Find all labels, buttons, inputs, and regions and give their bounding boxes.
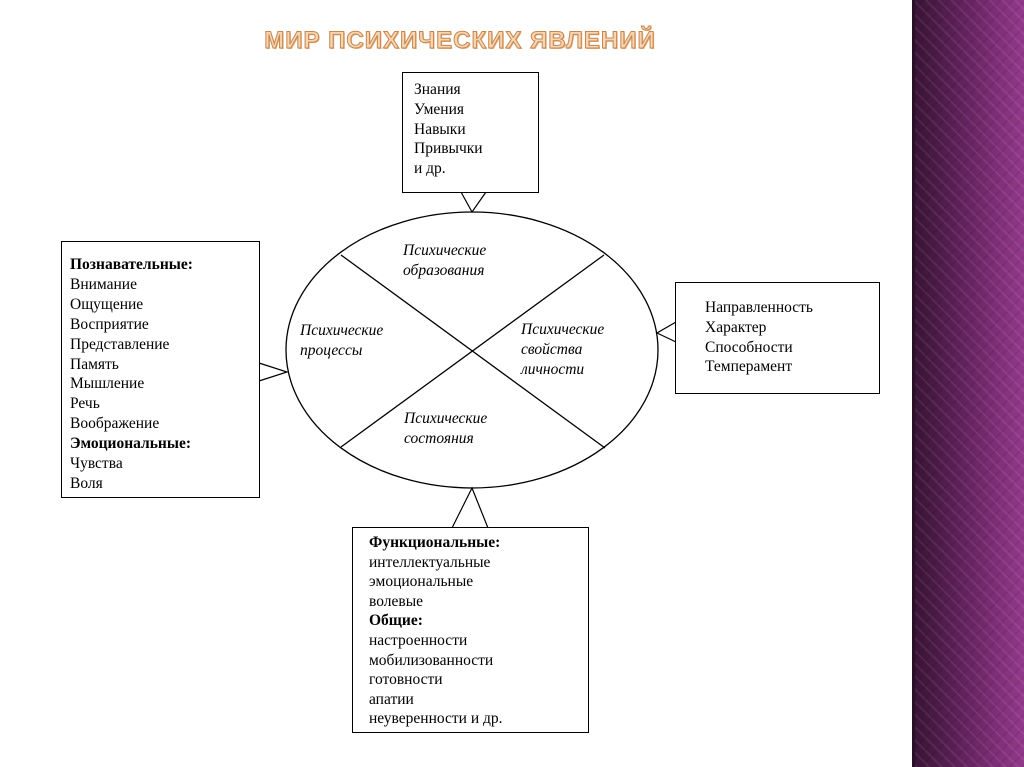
- sector-text: Психические: [403, 242, 487, 259]
- top-box-pointer: [460, 191, 487, 214]
- list-heading: Общие:: [369, 612, 423, 630]
- slide-title: МИР ПСИХИЧЕСКИХ ЯВЛЕНИЙ: [264, 27, 656, 55]
- properties-box: Направленность Характер Способности Темп…: [675, 282, 880, 394]
- formations-box: Знания Умения Навыки Привычки и др.: [402, 72, 539, 193]
- divider-line-2: [340, 254, 605, 448]
- list-item: Характер: [705, 318, 767, 336]
- list-item: Речь: [70, 395, 100, 413]
- list-item: Способности: [705, 338, 793, 356]
- right-box-pointer: [655, 321, 677, 343]
- processes-box: Познавательные: Внимание Ощущение Воспри…: [61, 241, 260, 498]
- list-item: интеллектуальные: [369, 553, 491, 571]
- sector-text: Психические: [521, 321, 605, 338]
- list-item: Мышление: [70, 375, 145, 393]
- sidebar-edge: [912, 0, 916, 767]
- decorative-sidebar: [915, 0, 1024, 767]
- list-heading: Познавательные:: [70, 256, 193, 273]
- list-item: Внимание: [70, 275, 137, 293]
- list-item: готовности: [369, 671, 443, 689]
- sector-text: процессы: [300, 342, 363, 359]
- list-item: настроенности: [369, 631, 468, 649]
- states-box: Функциональные: интеллектуальные эмоцион…: [352, 527, 589, 733]
- list-item: Темперамент: [705, 358, 793, 376]
- slide: МИР ПСИХИЧЕСКИХ ЯВЛЕНИЙ Психические обра…: [61, 26, 880, 733]
- sector-text: состояния: [404, 430, 474, 447]
- list-heading: Функциональные:: [369, 534, 501, 551]
- sector-label-formations: Психические образования: [403, 241, 486, 281]
- bottom-box-pointer: [451, 486, 489, 529]
- list-item: неуверенности и др.: [369, 710, 503, 728]
- list-item: Привычки: [414, 140, 483, 158]
- list-item: волевые: [369, 592, 423, 610]
- list-item: Память: [70, 355, 119, 373]
- list-item: Восприятие: [70, 315, 149, 333]
- sector-text: Психические: [300, 322, 384, 339]
- diagram-connectors: [258, 191, 677, 529]
- list-item: Умения: [414, 100, 465, 118]
- list-item: апатии: [369, 690, 414, 708]
- sector-text: свойства: [521, 341, 583, 358]
- list-item: мобилизованности: [369, 651, 494, 669]
- list-item: Направленность: [705, 299, 813, 316]
- list-item: Ощущение: [70, 295, 144, 313]
- list-item: Воля: [70, 474, 103, 492]
- list-item: Знания: [414, 81, 461, 98]
- list-item: Воображение: [70, 415, 160, 433]
- sector-label-processes: Психические процессы: [300, 321, 383, 361]
- list-item: и др.: [414, 160, 446, 178]
- sector-label-states: Психические состояния: [404, 409, 487, 449]
- sector-text: личности: [521, 361, 585, 378]
- list-item: Чувства: [70, 455, 123, 473]
- left-box-pointer: [258, 362, 289, 382]
- list-item: Навыки: [414, 120, 466, 138]
- list-heading: Эмоциональные:: [70, 435, 192, 453]
- sector-text: Психические: [404, 410, 488, 427]
- list-item: эмоциональные: [369, 573, 474, 591]
- list-item: Представление: [70, 335, 170, 353]
- sector-label-properties: Психические свойства личности: [521, 320, 604, 380]
- divider-line-1: [340, 254, 606, 449]
- sector-text: образования: [403, 262, 485, 279]
